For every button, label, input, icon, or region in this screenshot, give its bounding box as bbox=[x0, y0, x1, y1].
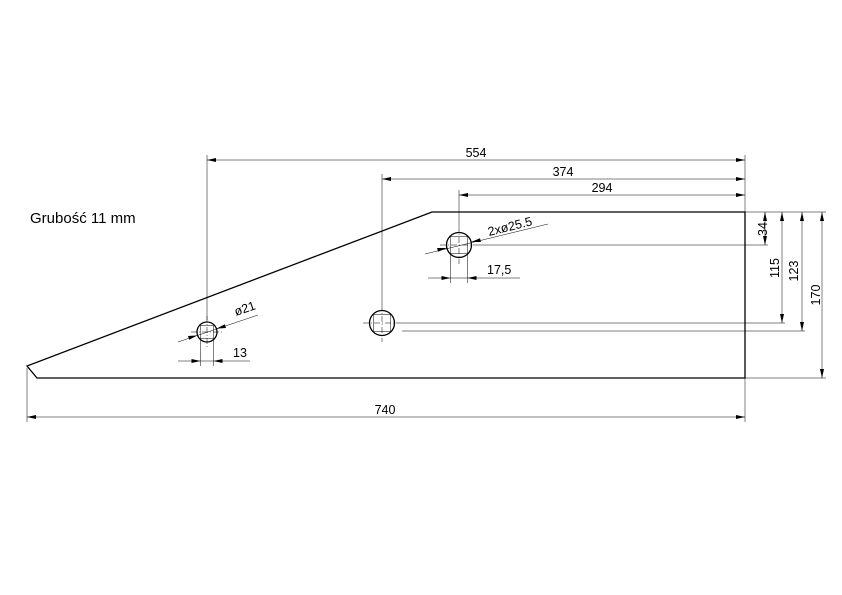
dimension-17-5: 17,5 bbox=[428, 253, 520, 283]
dimension-294: 294 bbox=[458, 181, 745, 226]
dimension-374-label: 374 bbox=[553, 165, 574, 179]
dimension-123-label: 123 bbox=[787, 261, 801, 282]
dimension-17-5-label: 17,5 bbox=[487, 263, 511, 277]
dimension-740: 740 bbox=[26, 368, 746, 422]
dimension-294-label: 294 bbox=[592, 181, 613, 195]
diameter-25-5-label: 2xø25.5 bbox=[486, 214, 533, 239]
thickness-note: Grubość 11 mm bbox=[30, 210, 136, 227]
dimension-554-label: 554 bbox=[466, 146, 487, 160]
dimension-34-label: 34 bbox=[756, 222, 770, 236]
dimension-13: 13 bbox=[178, 338, 250, 366]
dimension-13-label: 13 bbox=[233, 346, 247, 360]
diameter-21-label: ø21 bbox=[232, 299, 257, 319]
dimension-123: 123 bbox=[787, 212, 804, 331]
part-outline bbox=[25, 211, 746, 379]
dimension-34: 34 bbox=[756, 212, 770, 245]
dimension-374: 374 bbox=[381, 165, 745, 305]
dimension-170: 170 bbox=[809, 212, 824, 378]
dimension-554: 554 bbox=[206, 146, 746, 320]
dimension-740-label: 740 bbox=[375, 403, 396, 417]
diameter-25-5-leader: 2xø25.5 bbox=[424, 214, 549, 255]
dimension-170-label: 170 bbox=[809, 285, 823, 306]
dimension-115-label: 115 bbox=[768, 258, 782, 278]
dimension-115: 115 bbox=[768, 212, 784, 323]
diameter-21-leader: ø21 bbox=[177, 299, 259, 343]
vertical-extension-lines bbox=[402, 211, 826, 379]
